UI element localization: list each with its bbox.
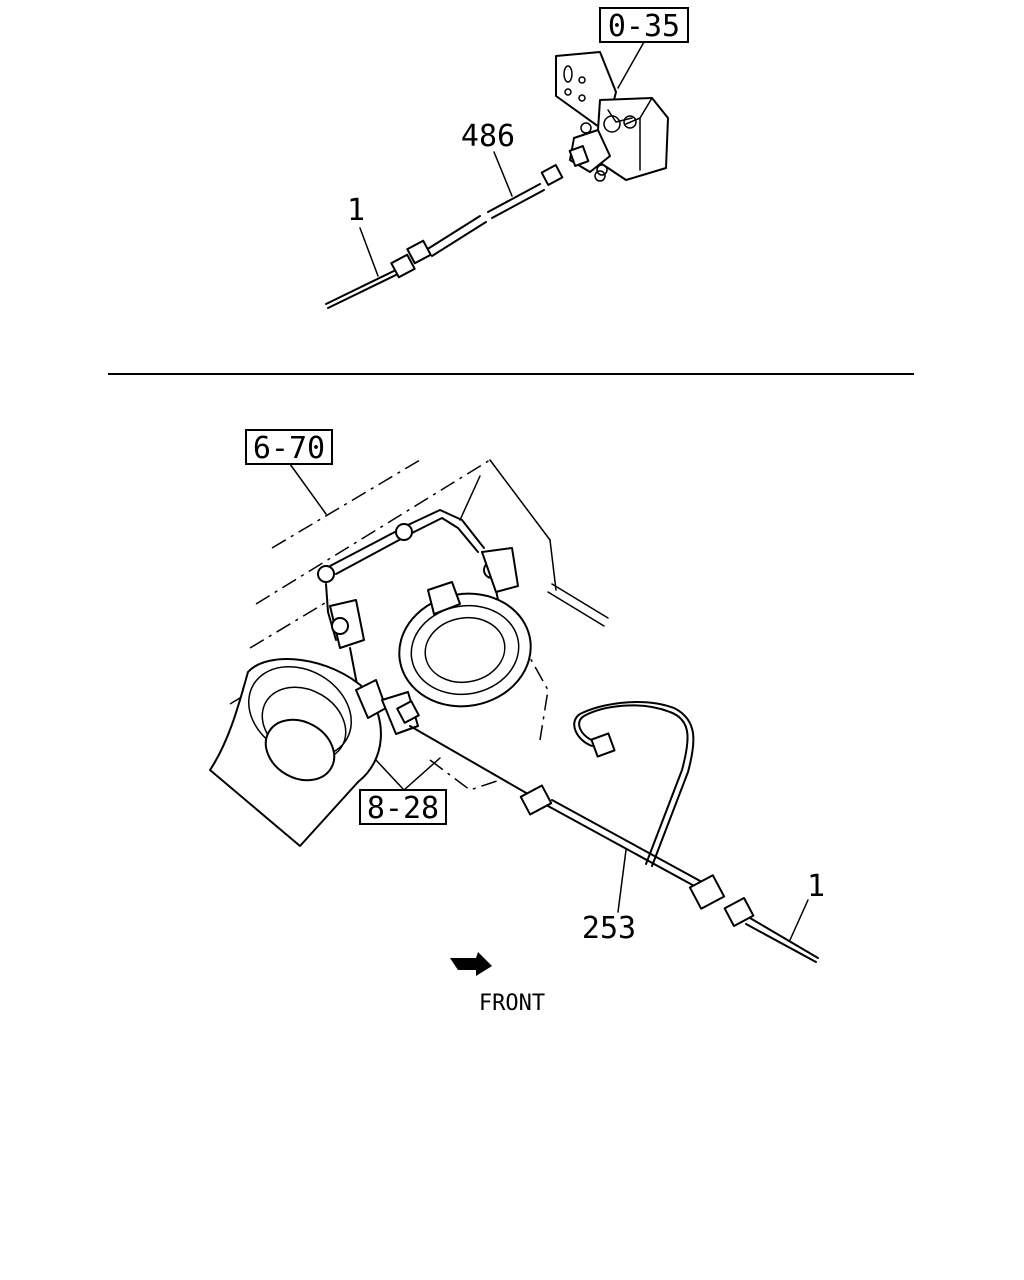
harness-1-bottom — [723, 897, 819, 963]
horn-brackets — [317, 509, 521, 701]
ref-box-8-28[interactable]: 8-28 — [359, 789, 447, 826]
harness-1-top — [325, 253, 416, 309]
bottom-section: 6-70 — [209, 429, 825, 1016]
label-1-top[interactable]: 1 — [347, 193, 365, 228]
harness-253 — [396, 700, 726, 910]
arrow-right-down-icon — [450, 952, 492, 976]
ref-box-0-35[interactable]: 0-35 — [599, 7, 689, 44]
label-253[interactable]: 253 — [582, 911, 636, 946]
sensor-bracket-assembly — [555, 51, 669, 182]
top-section: 0-35 — [325, 7, 689, 309]
horn-rear — [398, 581, 532, 708]
frame-member — [229, 459, 609, 791]
ref-box-8-28-label: 8-28 — [367, 791, 439, 826]
ref-box-0-35-label: 0-35 — [608, 9, 680, 44]
label-1-bottom[interactable]: 1 — [807, 869, 825, 904]
harness-486 — [406, 164, 564, 265]
front-label: FRONT — [479, 991, 545, 1016]
label-486[interactable]: 486 — [461, 119, 515, 154]
ref-box-6-70-label: 6-70 — [253, 431, 325, 466]
ref-box-6-70[interactable]: 6-70 — [245, 429, 333, 466]
